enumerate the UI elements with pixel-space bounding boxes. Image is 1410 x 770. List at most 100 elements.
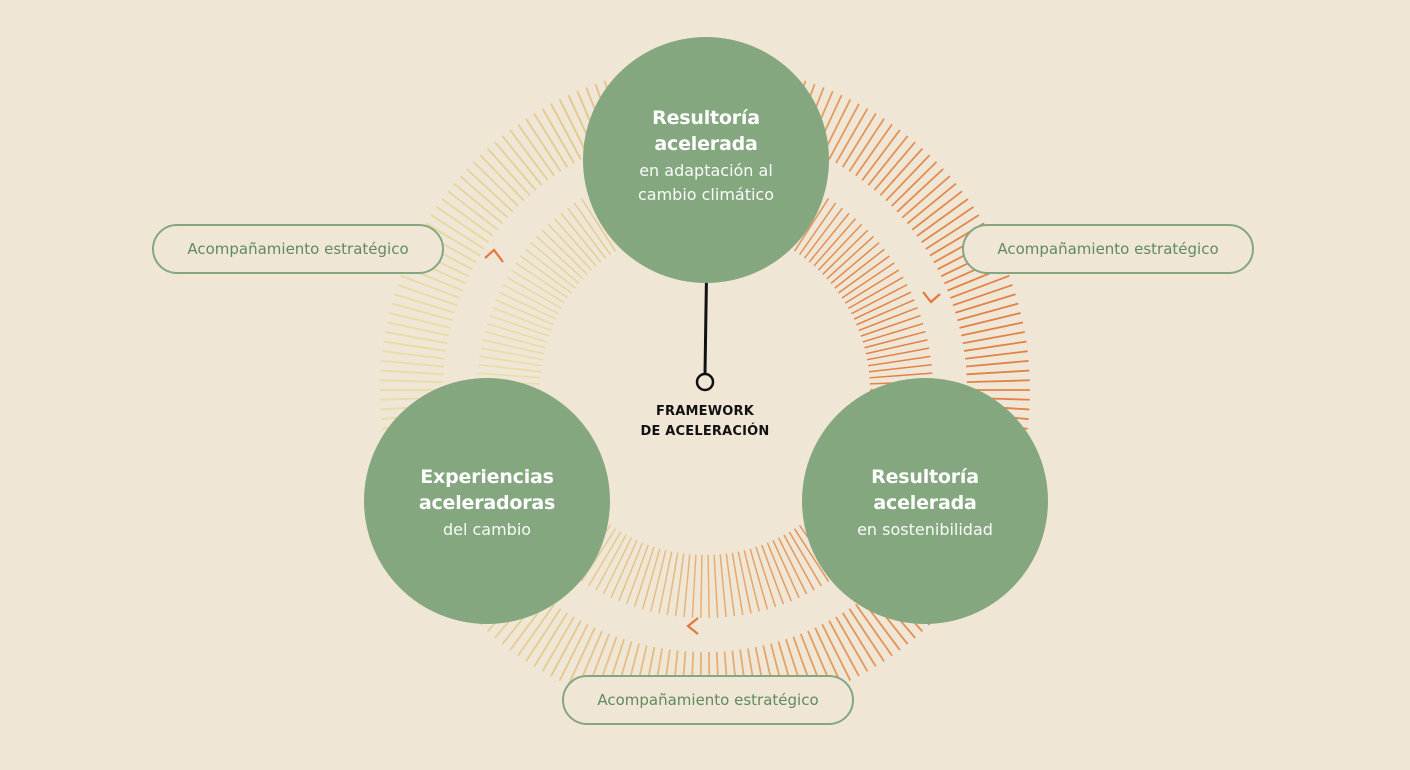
tick-mark [965,359,1029,368]
tick-mark [850,283,908,315]
tick-mark [725,553,736,617]
tick-mark [803,207,843,259]
tick-mark [553,218,597,267]
tick-mark [848,608,885,662]
tick-mark [478,364,542,373]
tick-mark [700,554,703,618]
tick-mark [793,197,830,252]
tick-mark [380,379,444,384]
tick-mark [380,369,444,376]
tick-mark [459,175,509,219]
tick-mark [525,248,576,289]
node-resultoria-sostenibilidad[interactable]: Resultoría acelerada en sostenibilidad [802,378,1048,624]
tick-mark [713,554,719,618]
tick-mark [480,347,543,361]
tick-mark [602,537,633,595]
tick-mark [453,182,504,225]
tick-mark [541,229,588,275]
tick-mark [830,242,880,284]
tick-mark [860,314,921,337]
tick-mark [822,229,869,275]
center-label-line2: DE ACELERACIÓN [640,424,770,439]
tick-mark [495,299,554,326]
tick-mark [425,222,481,257]
tick-mark [731,552,744,615]
tick-mark [400,274,461,299]
tick-mark [835,616,869,672]
arrow-chevron-left [484,248,504,263]
tick-mark [573,202,612,256]
tick-mark [610,540,638,599]
arrow-chevron-bottom [686,617,699,635]
tick-mark [719,554,727,618]
tick-mark [441,198,494,237]
tick-mark [891,161,938,207]
tick-mark [382,350,445,360]
tick-mark [558,623,589,682]
tick-mark [389,312,451,329]
tick-mark [517,123,555,177]
tick-mark [502,283,560,315]
tick-mark [550,103,582,160]
tick-mark [966,369,1030,376]
tick-mark [853,291,912,320]
tick-mark [560,212,602,263]
tick-mark [864,330,926,349]
tick-mark [755,546,777,608]
pill-acompanamiento-right[interactable]: Acompañamiento estratégico [962,224,1254,274]
tick-mark [952,284,1013,307]
tick-mark [961,321,1024,337]
tick-mark [394,293,455,314]
tick-mark [838,255,890,294]
tick-mark [867,135,909,186]
tick-mark [814,627,843,686]
tick-mark [848,276,904,310]
tick-mark [817,223,863,271]
tick-mark [737,551,752,614]
tick-mark [959,312,1021,329]
node-experiencias-aceleradoras[interactable]: Experiencias aceleradoras del cambio [364,378,610,624]
tick-mark [386,321,449,337]
tick-mark [533,612,569,667]
tick-mark [494,141,537,191]
tick-mark [385,331,448,345]
tick-mark [957,302,1019,322]
tick-mark [828,620,860,677]
tick-mark [855,123,893,177]
tick-mark [868,355,931,367]
node-title-line1: Resultoría [871,466,979,488]
tick-mark [868,364,932,373]
tick-mark [925,214,980,250]
tick-mark [766,542,792,602]
pill-acompanamiento-bottom[interactable]: Acompañamiento estratégico [562,675,854,725]
tick-mark [867,347,930,361]
tick-mark [625,544,649,605]
tick-mark [906,182,957,225]
tick-mark [530,242,580,284]
tick-mark [788,531,823,587]
tick-mark [383,340,447,352]
tick-mark [813,218,857,267]
pill-acompanamiento-left[interactable]: Acompañamiento estratégico [152,224,444,274]
tick-mark [477,372,541,379]
tick-mark [525,118,562,172]
tick-mark [484,330,546,349]
tick-mark [391,302,453,322]
tick-mark [873,141,916,191]
tick-mark [430,214,485,250]
framework-center-label: FRAMEWORK DE ACELERACIÓN [600,402,810,442]
tick-mark [911,190,963,231]
tick-mark [793,528,830,583]
tick-mark [879,147,924,196]
tick-mark [472,161,519,207]
tick-mark [515,262,569,299]
tick-mark [381,359,445,368]
tick-mark [447,190,499,231]
tick-mark [587,531,622,587]
tick-mark [777,537,808,595]
tick-mark [435,206,490,244]
node-resultoria-adaptacion[interactable]: Resultoría acelerada en adaptación al ca… [583,37,829,283]
tick-mark [501,135,543,186]
tick-mark [641,548,661,610]
